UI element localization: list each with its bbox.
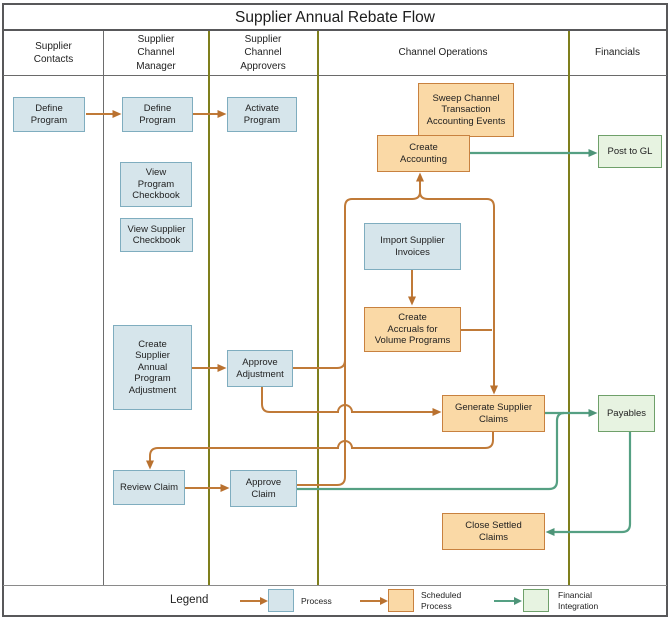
lane-header-supplier-channel-approvers: Supplier Channel Approvers	[240, 33, 286, 72]
node-view-program-checkbook: View Program Checkbook	[120, 162, 192, 207]
header-separator	[3, 75, 667, 76]
page-title: Supplier Annual Rebate Flow	[235, 8, 435, 26]
legend-process-arrow-icon	[240, 597, 268, 605]
node-post-to-gl: Post to GL	[598, 135, 662, 168]
node-define-program-manager: Define Program	[122, 97, 193, 132]
lane-divider-1	[103, 31, 104, 585]
node-create-supplier-annual-program-adjustment: Create Supplier Annual Program Adjustmen…	[113, 325, 192, 410]
lane-divider-3	[317, 31, 319, 585]
diagram-frame	[2, 3, 668, 617]
legend-process-label: Process	[301, 596, 332, 606]
node-close-settled-claims: Close Settled Claims	[442, 513, 545, 550]
legend-scheduled-swatch	[388, 589, 414, 612]
node-import-supplier-invoices: Import Supplier Invoices	[364, 223, 461, 270]
legend-financial-swatch	[523, 589, 549, 612]
title-separator	[2, 29, 668, 31]
node-review-claim: Review Claim	[113, 470, 185, 505]
lane-header-channel-operations: Channel Operations	[398, 47, 488, 59]
legend-financial-label: Financial Integration	[558, 590, 599, 612]
node-define-program-contacts: Define Program	[13, 97, 85, 132]
node-approve-claim: Approve Claim	[230, 470, 297, 507]
node-payables: Payables	[598, 395, 655, 432]
node-create-accounting: Create Accounting	[377, 135, 470, 172]
lane-header-supplier-contacts: Supplier Contacts	[33, 40, 74, 66]
lane-header-financials: Financials	[594, 47, 641, 59]
lane-header-supplier-channel-manager: Supplier Channel Manager	[136, 33, 176, 72]
legend-title: Legend	[170, 594, 209, 606]
node-view-supplier-checkbook: View Supplier Checkbook	[120, 218, 193, 252]
legend-financial-arrow-icon	[494, 597, 522, 605]
lane-divider-4	[568, 31, 570, 585]
legend-scheduled-arrow-icon	[360, 597, 388, 605]
legend-process-swatch	[268, 589, 294, 612]
legend-scheduled-label: Scheduled Process	[421, 590, 462, 612]
node-generate-supplier-claims: Generate Supplier Claims	[442, 395, 545, 432]
node-sweep-channel-transaction-accounting-events: Sweep Channel Transaction Accounting Eve…	[418, 83, 514, 137]
legend-separator	[3, 585, 667, 586]
node-approve-adjustment: Approve Adjustment	[227, 350, 293, 387]
lane-divider-2	[208, 31, 210, 585]
node-activate-program: Activate Program	[227, 97, 297, 132]
node-create-accruals-for-volume-programs: Create Accruals for Volume Programs	[364, 307, 461, 352]
